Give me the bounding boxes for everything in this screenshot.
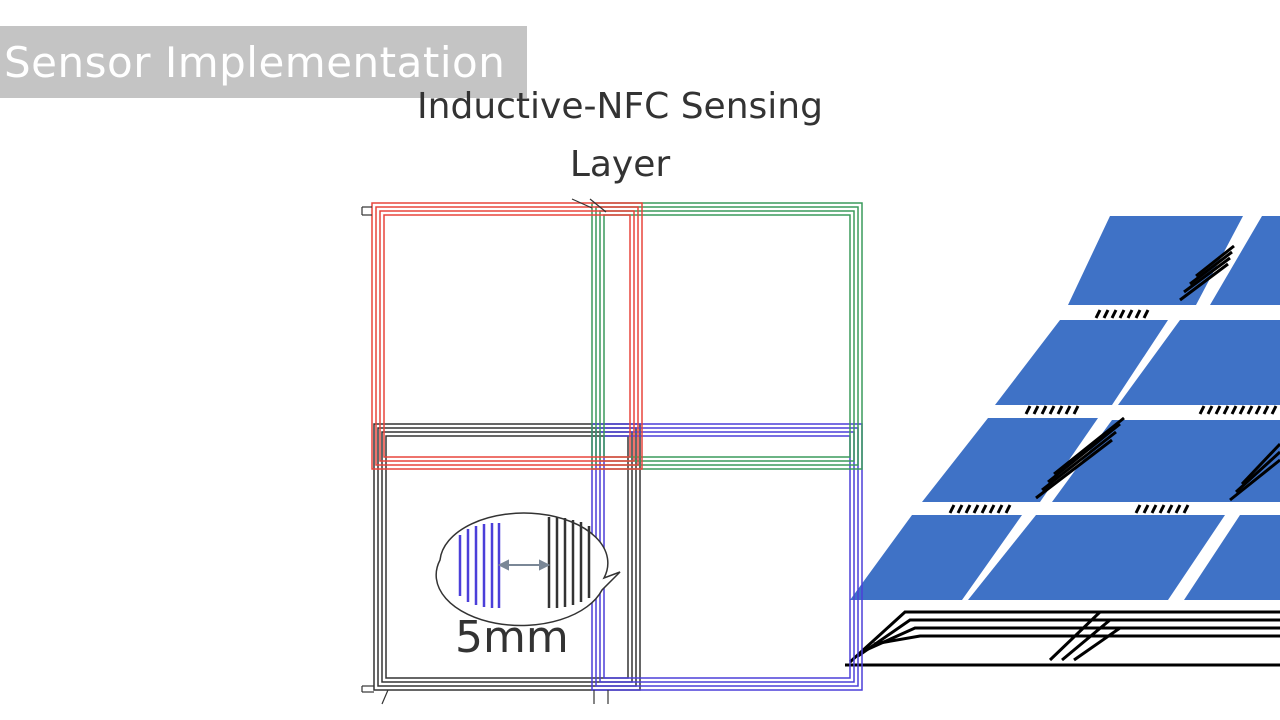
tile-grid <box>850 216 1280 600</box>
section-title: Sensor Implementation <box>4 37 506 87</box>
tile-hatch-marks <box>948 244 1280 514</box>
tile-surface <box>845 216 1280 667</box>
blue-trace-cluster <box>458 523 501 608</box>
spacing-dimension-label: 5mm <box>455 612 569 663</box>
coil-leads <box>361 198 609 705</box>
coil-black <box>373 423 641 691</box>
coil-traces-black <box>845 610 1280 667</box>
diagram-title: Inductive-NFC Sensing Layer <box>417 86 823 185</box>
double-headed-arrow-icon <box>497 559 551 571</box>
black-trace-cluster <box>547 517 591 608</box>
spacing-callout <box>435 512 621 627</box>
coil-green <box>591 202 863 470</box>
section-title-banner: Sensor Implementation <box>0 26 527 98</box>
coil-red <box>371 202 643 470</box>
